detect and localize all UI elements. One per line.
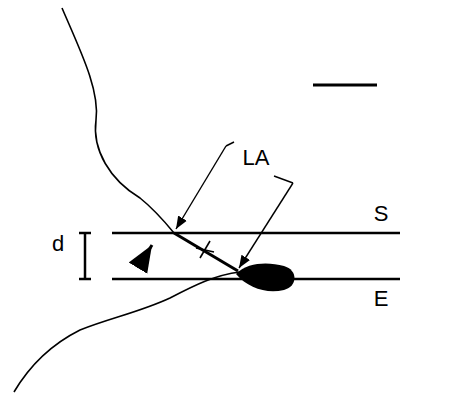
surface-line	[112, 232, 400, 235]
length-label: LA	[243, 147, 270, 169]
distance-bracket	[79, 233, 91, 279]
edge-label: E	[374, 288, 389, 310]
flagellum	[62, 8, 174, 233]
flagellum-segment	[174, 233, 238, 271]
tick-mark	[196, 241, 214, 258]
scale-bar	[313, 84, 377, 87]
sperm-head	[236, 264, 295, 292]
distance-label: d	[52, 233, 64, 255]
length-dimension	[176, 142, 293, 268]
surface-label: S	[374, 203, 389, 225]
flagellum-lower	[14, 272, 240, 392]
angle-arrow	[138, 245, 152, 268]
